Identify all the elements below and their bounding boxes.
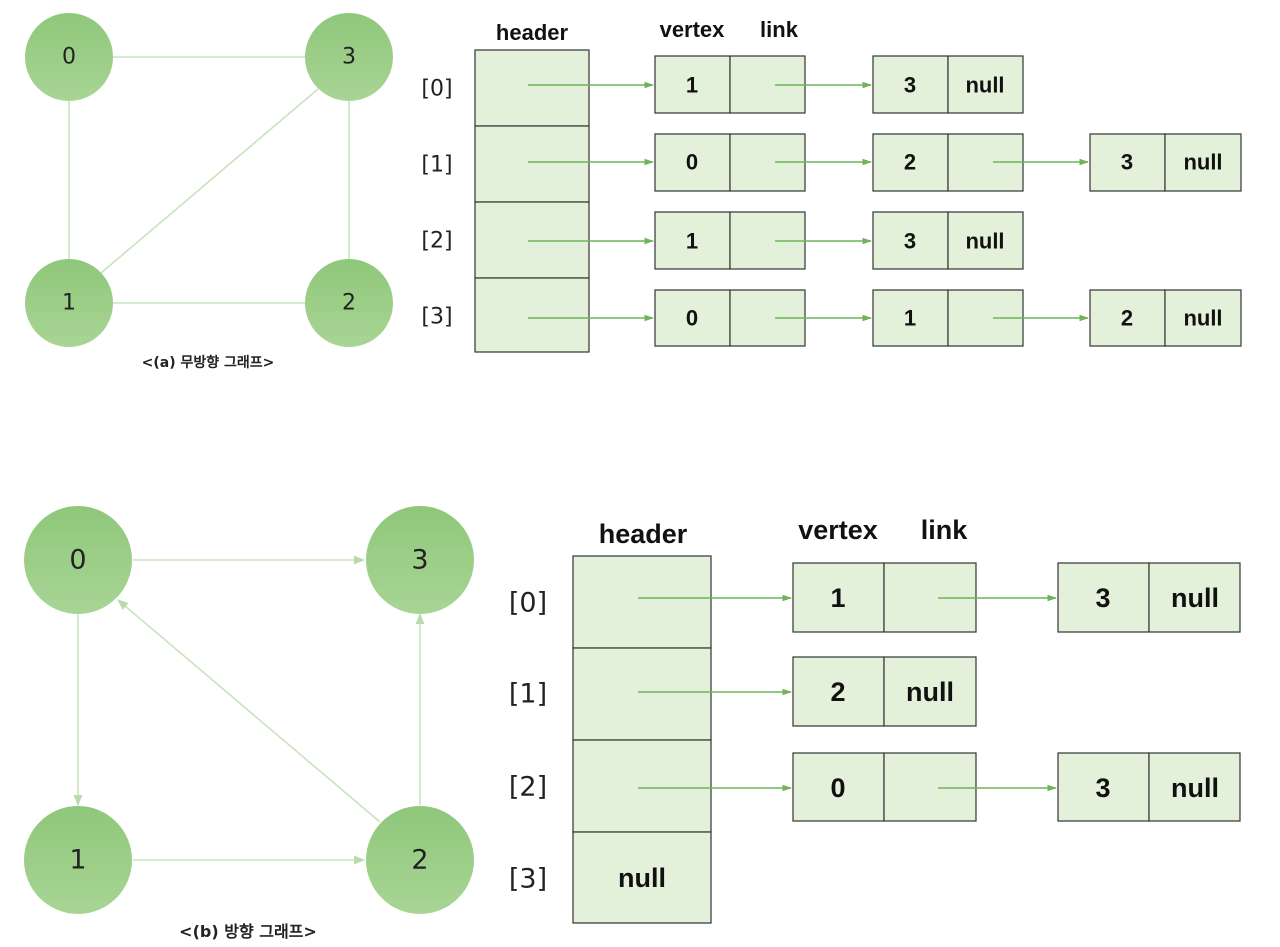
vertex-value: 0 <box>830 773 845 803</box>
header-label: header <box>599 519 688 549</box>
link-value: null <box>906 677 954 707</box>
vertex-value: 1 <box>686 229 698 254</box>
undirected-graph: 0 3 1 2 <(a) 무방향 그래프> <box>25 13 393 371</box>
list-node: 3 null <box>1089 133 1242 192</box>
header-cell-1 <box>474 125 590 203</box>
row-index: [3] <box>421 305 452 330</box>
graph-node-0: 0 <box>24 506 132 614</box>
header-label: header <box>496 20 569 45</box>
node-label: 3 <box>342 45 356 70</box>
vertex-value: 1 <box>904 306 916 331</box>
list-node: 3 null <box>872 55 1024 114</box>
header-cell-2 <box>474 201 590 279</box>
vertex-value: 1 <box>686 73 698 98</box>
graph-node-0: 0 <box>25 13 113 101</box>
graph-node-1: 1 <box>24 806 132 914</box>
vertex-value: 1 <box>830 583 845 613</box>
edge-2-to-0 <box>117 599 381 823</box>
node-label: 3 <box>411 545 428 576</box>
vertex-value: 3 <box>1095 583 1110 613</box>
node-label: 1 <box>62 291 76 316</box>
row-index: [0] <box>509 588 547 619</box>
vertex-value: 3 <box>1121 150 1133 175</box>
vertex-value: 2 <box>830 677 845 707</box>
graph-node-3: 3 <box>305 13 393 101</box>
header-cell-0 <box>572 555 712 649</box>
adjacency-list-directed: header vertex link null [0] [1] [2] [3] … <box>509 515 1241 924</box>
caption-undirected: <(a) 무방향 그래프> <box>142 354 275 371</box>
row-index: [1] <box>509 679 547 710</box>
link-value: null <box>965 73 1004 98</box>
list-node: 0 <box>792 752 977 822</box>
list-node: 3 null <box>1057 562 1241 633</box>
list-node: 2 <box>872 133 1024 192</box>
node-label: 1 <box>69 845 86 876</box>
vertex-value: 0 <box>686 306 698 331</box>
list-node: 2 null <box>792 656 977 727</box>
header-cell-3 <box>474 277 590 353</box>
link-value: null <box>1171 773 1219 803</box>
vertex-label: vertex <box>660 17 726 42</box>
header-null-value: null <box>618 863 666 893</box>
list-node: 2 null <box>1089 289 1242 347</box>
header-cell-3 <box>572 831 712 924</box>
link-label: link <box>921 515 968 545</box>
list-node: 3 null <box>872 211 1024 270</box>
list-node: 1 <box>654 55 806 114</box>
row-index: [3] <box>509 864 547 895</box>
header-cell-0 <box>474 49 590 127</box>
list-node: 1 <box>792 562 977 633</box>
node-label: 2 <box>411 845 428 876</box>
link-value: null <box>1171 583 1219 613</box>
link-label: link <box>760 17 799 42</box>
row-index: [2] <box>509 772 547 803</box>
node-label: 0 <box>69 545 86 576</box>
link-value: null <box>965 229 1004 254</box>
link-value: null <box>1183 306 1222 331</box>
graph-node-2: 2 <box>305 259 393 347</box>
vertex-value: 0 <box>686 150 698 175</box>
node-label: 2 <box>342 291 356 316</box>
directed-graph: 0 3 1 2 <(b) 방향 그래프> <box>24 506 474 941</box>
row-index: [1] <box>421 153 452 178</box>
link-value: null <box>1183 150 1222 175</box>
vertex-value: 3 <box>904 229 916 254</box>
adjacency-list-undirected: header vertex link [0] [1] [2] [3] 1 3 n… <box>421 17 1242 353</box>
vertex-label: vertex <box>798 515 878 545</box>
vertex-value: 2 <box>1121 306 1133 331</box>
vertex-value: 2 <box>904 150 916 175</box>
vertex-value: 3 <box>1095 773 1110 803</box>
list-node: 3 null <box>1057 752 1241 822</box>
graph-node-3: 3 <box>366 506 474 614</box>
header-cell-2 <box>572 739 712 833</box>
graph-node-2: 2 <box>366 806 474 914</box>
graph-node-1: 1 <box>25 259 113 347</box>
vertex-value: 3 <box>904 73 916 98</box>
caption-directed: <(b) 방향 그래프> <box>179 922 317 941</box>
edge-1-3 <box>100 88 319 274</box>
header-cell-1 <box>572 647 712 741</box>
node-label: 0 <box>62 45 76 70</box>
row-index: [0] <box>421 77 452 102</box>
row-index: [2] <box>421 229 452 254</box>
